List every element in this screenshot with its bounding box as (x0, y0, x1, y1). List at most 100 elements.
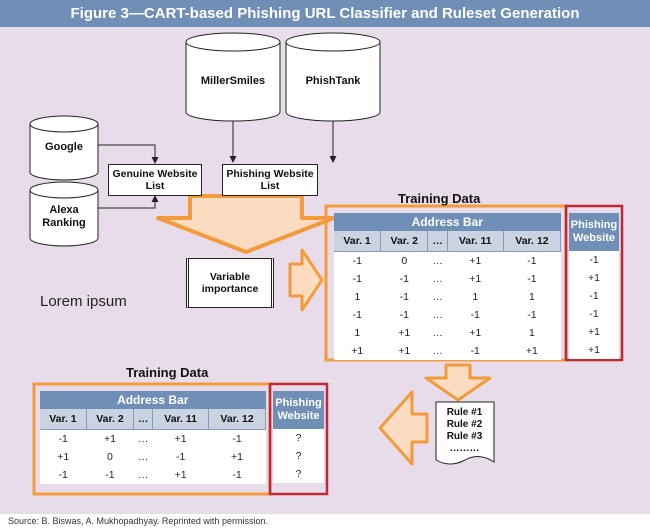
feed-right-arrow (288, 248, 324, 312)
alexa-label-line2: Ranking (42, 217, 86, 229)
rules-down-arrow (424, 363, 492, 402)
variable-importance-line1: Variable (209, 271, 251, 283)
test-target-column: Phishing Website ??? (273, 391, 324, 483)
target-cell: -1 (589, 254, 599, 266)
lorem-text: Lorem ipsum (40, 293, 127, 310)
table-cell: -1 (58, 469, 68, 481)
source-note: Source: B. Biswas, A. Mukhopadhyay. Repr… (8, 516, 268, 526)
table-cell: -1 (352, 255, 362, 267)
target-cell: ? (295, 432, 302, 444)
table-cell: … (432, 327, 443, 339)
table-cell: +1 (525, 345, 538, 357)
figure-title: Figure 3—CART-based Phishing URL Classif… (0, 0, 650, 27)
phishtank-database-icon (285, 32, 381, 122)
training-data-title: Training Data (398, 191, 481, 206)
training-target-column: Phishing Website -1+1-1-1+1+1 (569, 213, 619, 359)
table-row: -1 +1 … +1 -1 (40, 430, 266, 449)
column-header: … (133, 409, 154, 430)
target-cell: +1 (588, 344, 600, 356)
table-cell: +1 (103, 433, 116, 445)
target-cell: +1 (588, 326, 600, 338)
variable-importance-line2: importance (201, 283, 259, 295)
table-cell: +1 (351, 345, 364, 357)
training-target-header-line2: Website (573, 232, 615, 244)
table-cell: +1 (398, 327, 411, 339)
column-header: Var. 11 (447, 231, 504, 252)
table-cell: 1 (472, 291, 479, 303)
column-header: Var. 2 (86, 409, 135, 430)
table-cell: -1 (470, 345, 480, 357)
table-cell: … (432, 345, 443, 357)
table-cell: -1 (58, 433, 68, 445)
table-cell: +1 (174, 469, 187, 481)
table-row: -1-1…-1-1 (334, 306, 561, 324)
column-header: … (427, 231, 448, 252)
rule-item: Rule #3 (446, 431, 483, 442)
table-cell: -1 (175, 451, 186, 463)
table-cell: -1 (232, 433, 242, 445)
alexa-label-line1: Alexa (49, 204, 79, 216)
training-group-header: Address Bar (334, 213, 561, 231)
millersmiles-database-icon (185, 32, 281, 122)
column-header: Var. 12 (503, 231, 562, 252)
test-target-header: Phishing Website (273, 391, 324, 429)
table-cell: 1 (528, 291, 535, 303)
test-group-header: Address Bar (40, 391, 266, 409)
table-cell: -1 (527, 273, 537, 285)
table-cell: +1 (398, 345, 411, 357)
google-database-icon (29, 115, 99, 181)
apply-left-arrow (378, 390, 429, 466)
genuine-list-line2: List (145, 180, 165, 192)
rule-item: Rule #1 (446, 407, 483, 418)
table-cell: -1 (527, 255, 537, 267)
training-target-header-line1: Phishing (570, 219, 618, 231)
table-cell: 0 (107, 451, 113, 463)
table-row: +1 +1 … -1 +1 (334, 342, 561, 360)
table-cell: -1 (232, 469, 242, 481)
column-header: Var. 2 (380, 231, 429, 252)
genuine-website-list-box: Genuine Website List (108, 164, 202, 196)
table-row: -1 -1 … +1 -1 (40, 466, 266, 484)
phishing-list-line2: List (260, 180, 280, 192)
table-cell: -1 (352, 273, 362, 285)
test-data-title: Training Data (126, 365, 209, 380)
table-cell: … (432, 273, 443, 285)
table-cell: +1 (469, 273, 482, 285)
table-cell: 1 (354, 327, 361, 339)
table-cell: … (137, 433, 149, 445)
rules-document-icon (435, 401, 495, 465)
table-cell: … (432, 291, 443, 303)
target-cell: ? (295, 450, 302, 462)
table-cell: +1 (174, 433, 187, 445)
rule-item: Rule #2 (446, 419, 483, 430)
table-cell: +1 (57, 451, 70, 463)
table-cell: -1 (105, 469, 115, 481)
alexa-label: Alexa Ranking (30, 204, 98, 230)
test-target-header-line2: Website (277, 410, 320, 422)
column-header: Var. 1 (334, 231, 382, 252)
table-row: +1 0 … -1 +1 (40, 448, 266, 466)
phishtank-label: PhishTank (305, 75, 361, 87)
column-header: Var. 1 (40, 409, 87, 430)
table-cell: … (137, 451, 149, 463)
connector-arrows (98, 121, 337, 209)
table-cell: +1 (231, 451, 244, 463)
table-cell: … (137, 469, 149, 481)
alexa-database-icon (29, 181, 99, 247)
column-header: Var. 11 (152, 409, 210, 430)
table-cell: +1 (469, 327, 482, 339)
table-cell: -1 (399, 309, 409, 321)
table-cell: -1 (399, 273, 409, 285)
google-label: Google (45, 141, 83, 153)
phishing-list-line1: Phishing Website (226, 168, 314, 180)
target-cell: +1 (588, 272, 600, 284)
variable-importance-box: Variable importance (186, 258, 274, 308)
test-target-header-line1: Phishing (275, 397, 322, 409)
training-target-frame (564, 204, 624, 362)
target-cell: -1 (589, 290, 599, 302)
